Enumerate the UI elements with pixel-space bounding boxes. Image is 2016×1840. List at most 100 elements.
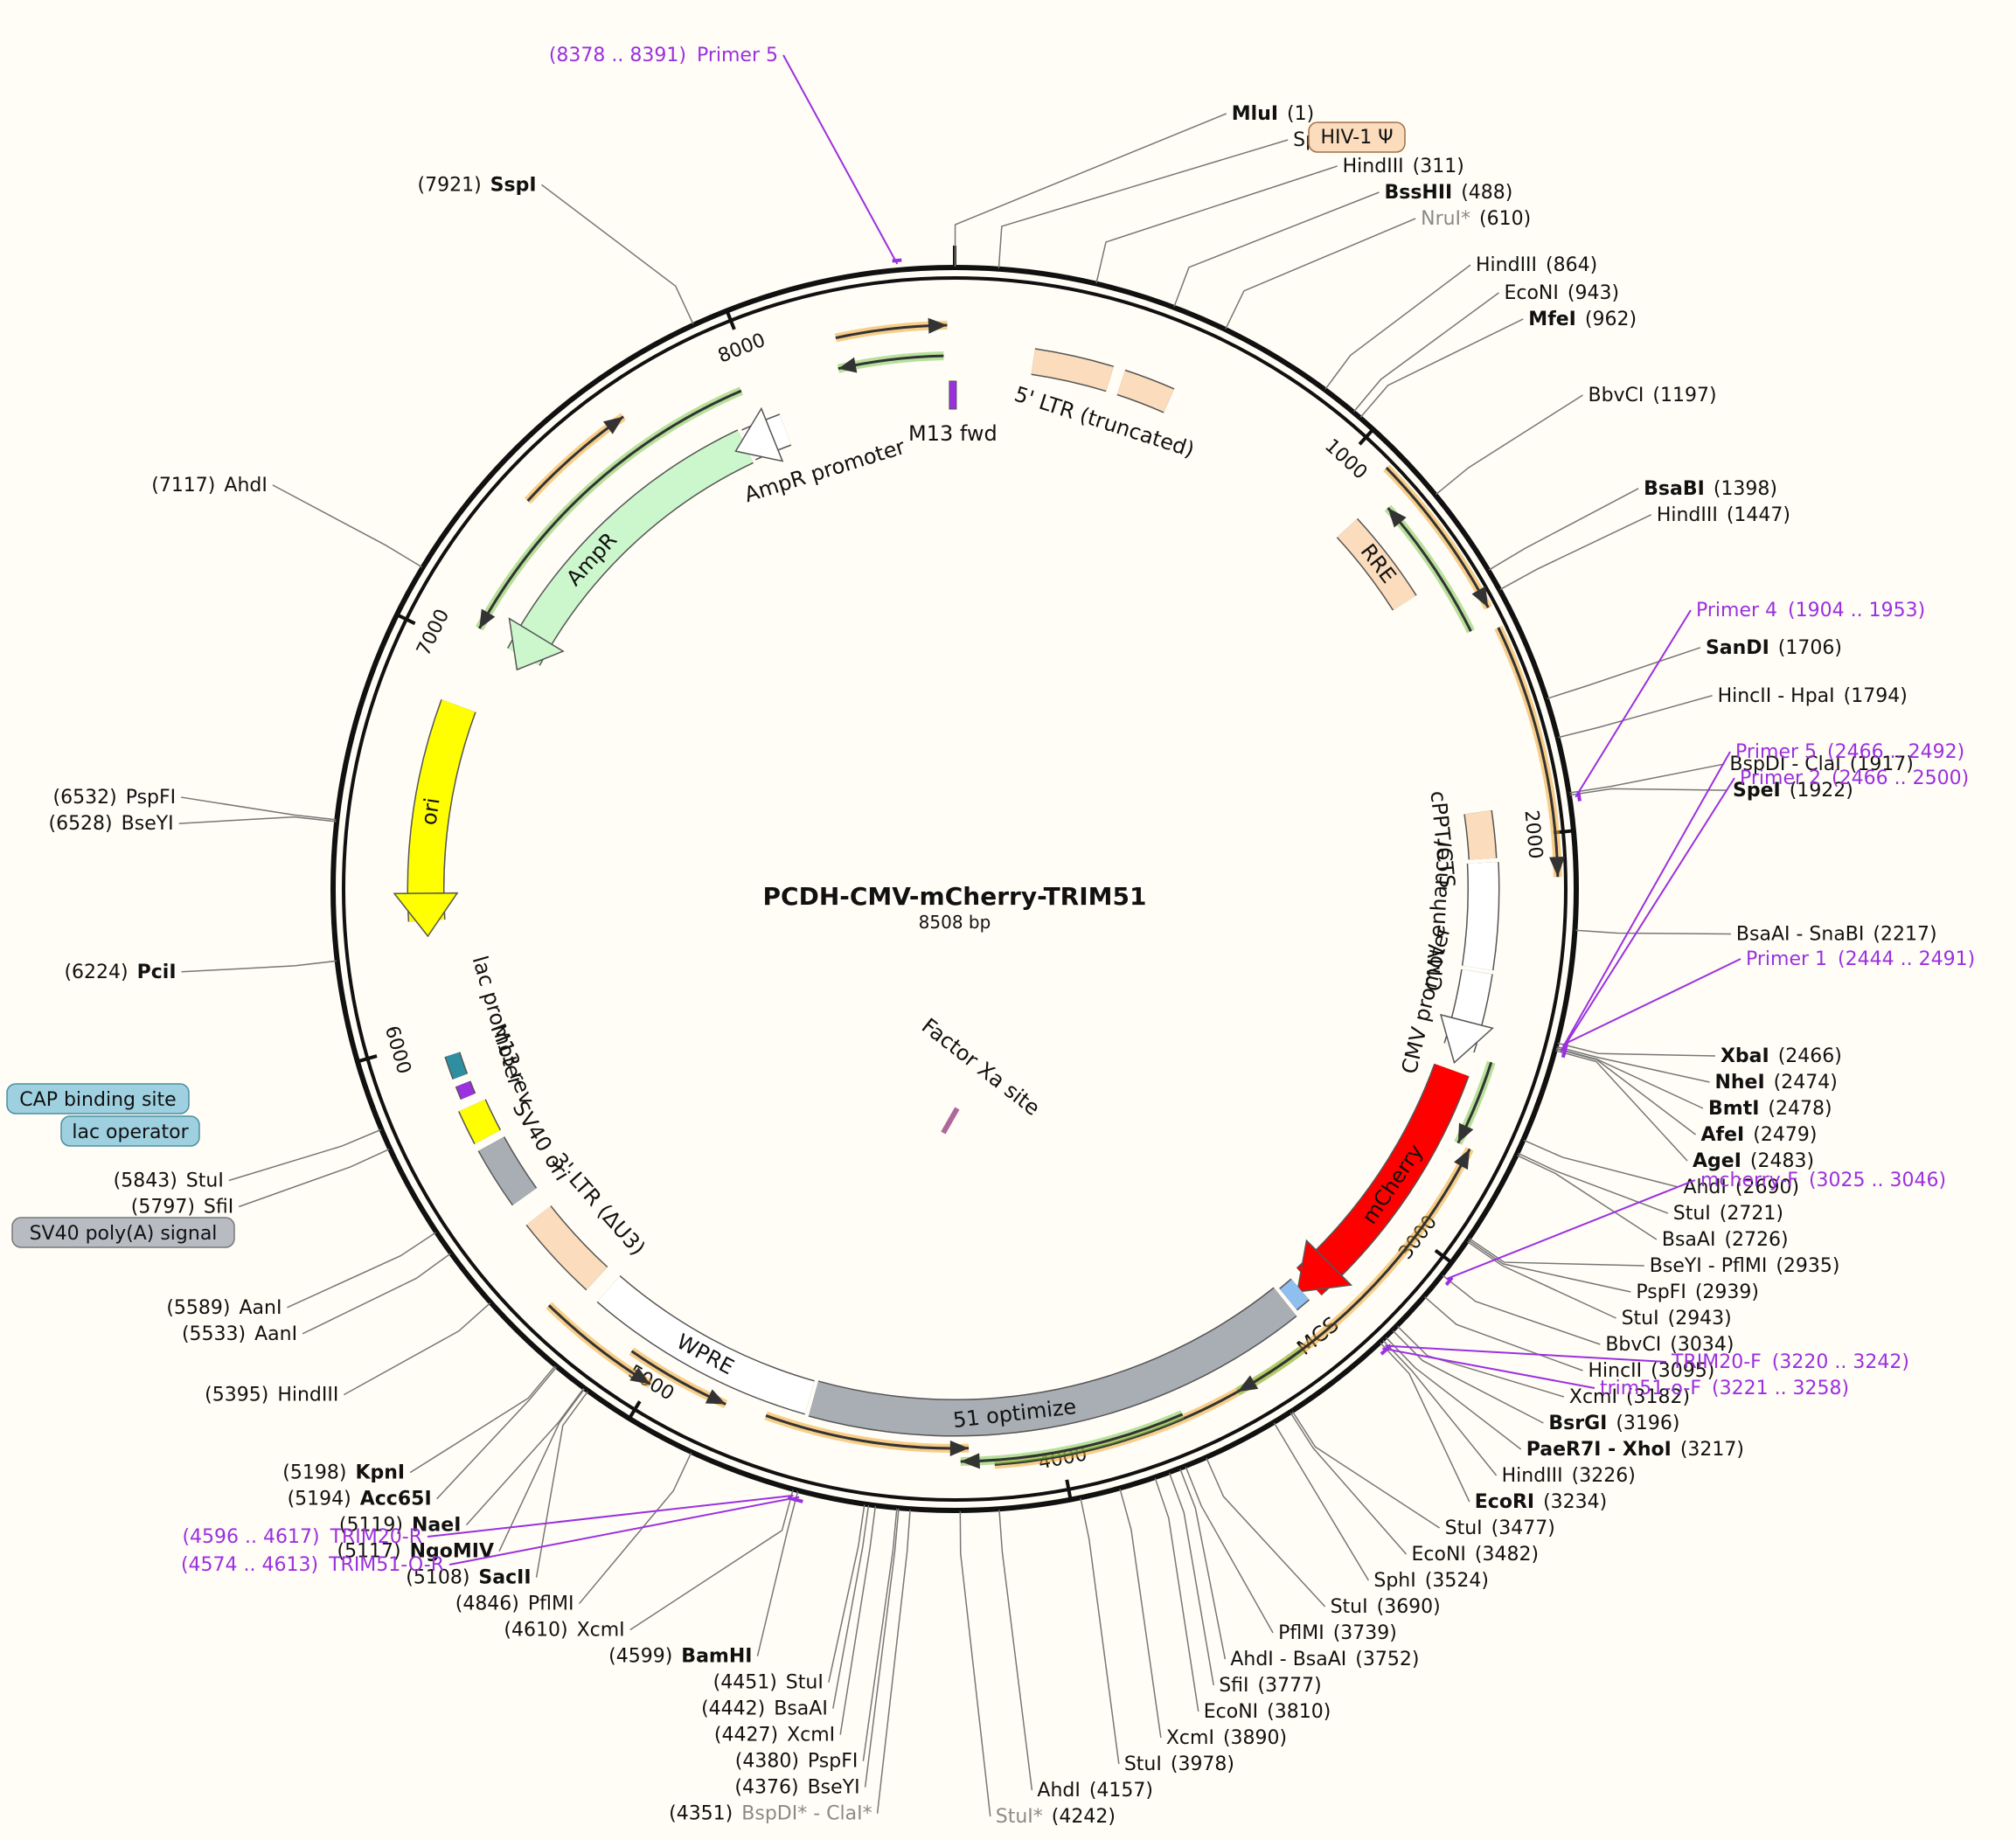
site-label-pflmi: (4846)PflMI [455, 1594, 574, 1615]
site-position: (7117) [151, 475, 215, 496]
site-label-mfei: MfeI(962) [1528, 309, 1637, 330]
site-position: (5843) [114, 1170, 177, 1192]
feature-hiv-1-psi-arc [1116, 371, 1174, 413]
site-position: (2483) [1750, 1150, 1814, 1172]
site-position: (6528) [48, 813, 112, 835]
primer-name: Primer 2 [1740, 767, 1821, 789]
site-leader-line [1380, 1342, 1470, 1503]
site-leader-line [1080, 1498, 1120, 1765]
site-name: SspI [490, 174, 537, 196]
site-name: MluI [1232, 103, 1278, 125]
site-position: (2721) [1720, 1203, 1783, 1225]
site-position: (2726) [1724, 1229, 1788, 1251]
primer-name: TRIM51-O-R [328, 1554, 444, 1576]
feature-label-factor-xa-site: Factor Xa site [917, 1013, 1045, 1121]
site-leader-line [1353, 292, 1499, 413]
site-position: (3890) [1223, 1727, 1287, 1749]
site-leader-line [535, 1391, 588, 1578]
plasmid-length: 8508 bp [919, 912, 991, 933]
site-leader-line [578, 1452, 692, 1605]
site-name: StuI [1331, 1596, 1368, 1618]
site-position: (4610) [504, 1620, 567, 1642]
site-name: BspDI* - ClaI* [741, 1803, 872, 1825]
site-leader-line [228, 1128, 381, 1182]
site-position: (4242) [1052, 1806, 1116, 1828]
feature-3-ltr [526, 1205, 608, 1290]
orf-arc [478, 389, 742, 629]
site-name: BssHII [1384, 182, 1452, 204]
site-label-sacii: (5108)SacII [406, 1567, 531, 1589]
primer-leader-line [1446, 1179, 1696, 1281]
site-position: (6532) [53, 787, 117, 809]
site-label-hindiii: HindIII(3226) [1502, 1465, 1636, 1487]
site-leader-line [1558, 695, 1713, 739]
site-position: (5108) [406, 1567, 469, 1589]
site-position: (1706) [1778, 637, 1842, 659]
site-position: (1398) [1714, 478, 1777, 500]
site-name: BmtI [1708, 1098, 1759, 1120]
site-leader-line [1569, 788, 1728, 796]
site-label-bmti: BmtI (2478) [1708, 1098, 1832, 1120]
site-label-xcmi: (4610)XcmI [504, 1620, 624, 1642]
site-leader-line [959, 1510, 991, 1817]
site-label-nrui: NruI*(610) [1421, 208, 1531, 230]
feature-cmv-enhancer [1463, 862, 1498, 970]
orf-arrowhead [479, 608, 496, 628]
site-labels: MluI(1)SphI(96)HindIII(311)BssHII(488)Nr… [48, 103, 1936, 1828]
site-leader-line [1524, 1139, 1679, 1188]
primer-name: Primer 5 [1735, 741, 1817, 763]
site-leader-line [409, 1365, 556, 1474]
feature-mcherry-arrowhead [1296, 1239, 1353, 1293]
site-name: PflMI [528, 1594, 574, 1615]
lac-operator-label: lac operator [72, 1121, 189, 1143]
site-name: BamHI [681, 1646, 752, 1668]
site-leader-line [756, 1490, 799, 1656]
site-leader-lines [178, 113, 1731, 1817]
orf-arrowhead [1457, 1122, 1474, 1143]
site-label-bsaai: (4442)BsaAI [701, 1698, 828, 1720]
primer-label-trim51-o-r: (4574 .. 4613)TRIM51-O-R [181, 1554, 444, 1576]
tick-mark [627, 1400, 642, 1420]
orf-arrowhead [838, 357, 858, 373]
primer-range: (3220 .. 3242) [1772, 1351, 1909, 1373]
feature-sv40-ori [478, 1136, 537, 1205]
primer-label-primer-4: Primer 4(1904 .. 1953) [1696, 600, 1925, 621]
primer-leader-line [448, 1496, 800, 1566]
site-name: SanDI [1706, 637, 1769, 659]
site-label-sphi: SphI(3524) [1373, 1570, 1489, 1592]
primer-mark [1444, 1276, 1454, 1287]
feature-label-ori: ori [416, 796, 444, 827]
feature-rre [1337, 518, 1416, 610]
site-leader-line [1556, 1047, 1704, 1109]
site-position: (5395) [205, 1385, 268, 1406]
site-leader-line [272, 484, 422, 568]
site-leader-line [954, 113, 1227, 267]
site-name: PspFI [808, 1751, 858, 1773]
primer-range: (1904 .. 1953) [1788, 600, 1925, 621]
site-leader-line [181, 796, 337, 821]
site-position: (2478) [1768, 1098, 1832, 1120]
site-name: NheI [1714, 1072, 1764, 1094]
tick-mark [1358, 427, 1375, 446]
site-name: XcmI [787, 1725, 835, 1746]
site-name: SfiI [1219, 1675, 1248, 1697]
orf-arc [1497, 627, 1560, 878]
site-position: (311) [1413, 156, 1464, 177]
site-label-stui: StuI(3978) [1124, 1753, 1234, 1775]
feature-ori-arrowhead [393, 892, 459, 938]
site-leader-line [287, 1232, 436, 1309]
site-leader-line [1173, 191, 1380, 308]
site-leader-line [1556, 1045, 1710, 1083]
site-leader-line [1557, 1042, 1715, 1057]
tick-label: 7000 [413, 606, 454, 659]
site-leader-line [1575, 929, 1731, 935]
feature-ampr-arrowhead [508, 617, 565, 671]
site-name: PciI [137, 962, 177, 983]
site-leader-line [498, 1388, 585, 1552]
site-name: XbaI [1721, 1045, 1769, 1067]
site-label-stui: StuI(3690) [1331, 1596, 1441, 1618]
site-position: (2474) [1774, 1072, 1838, 1094]
site-position: (2943) [1668, 1308, 1732, 1330]
